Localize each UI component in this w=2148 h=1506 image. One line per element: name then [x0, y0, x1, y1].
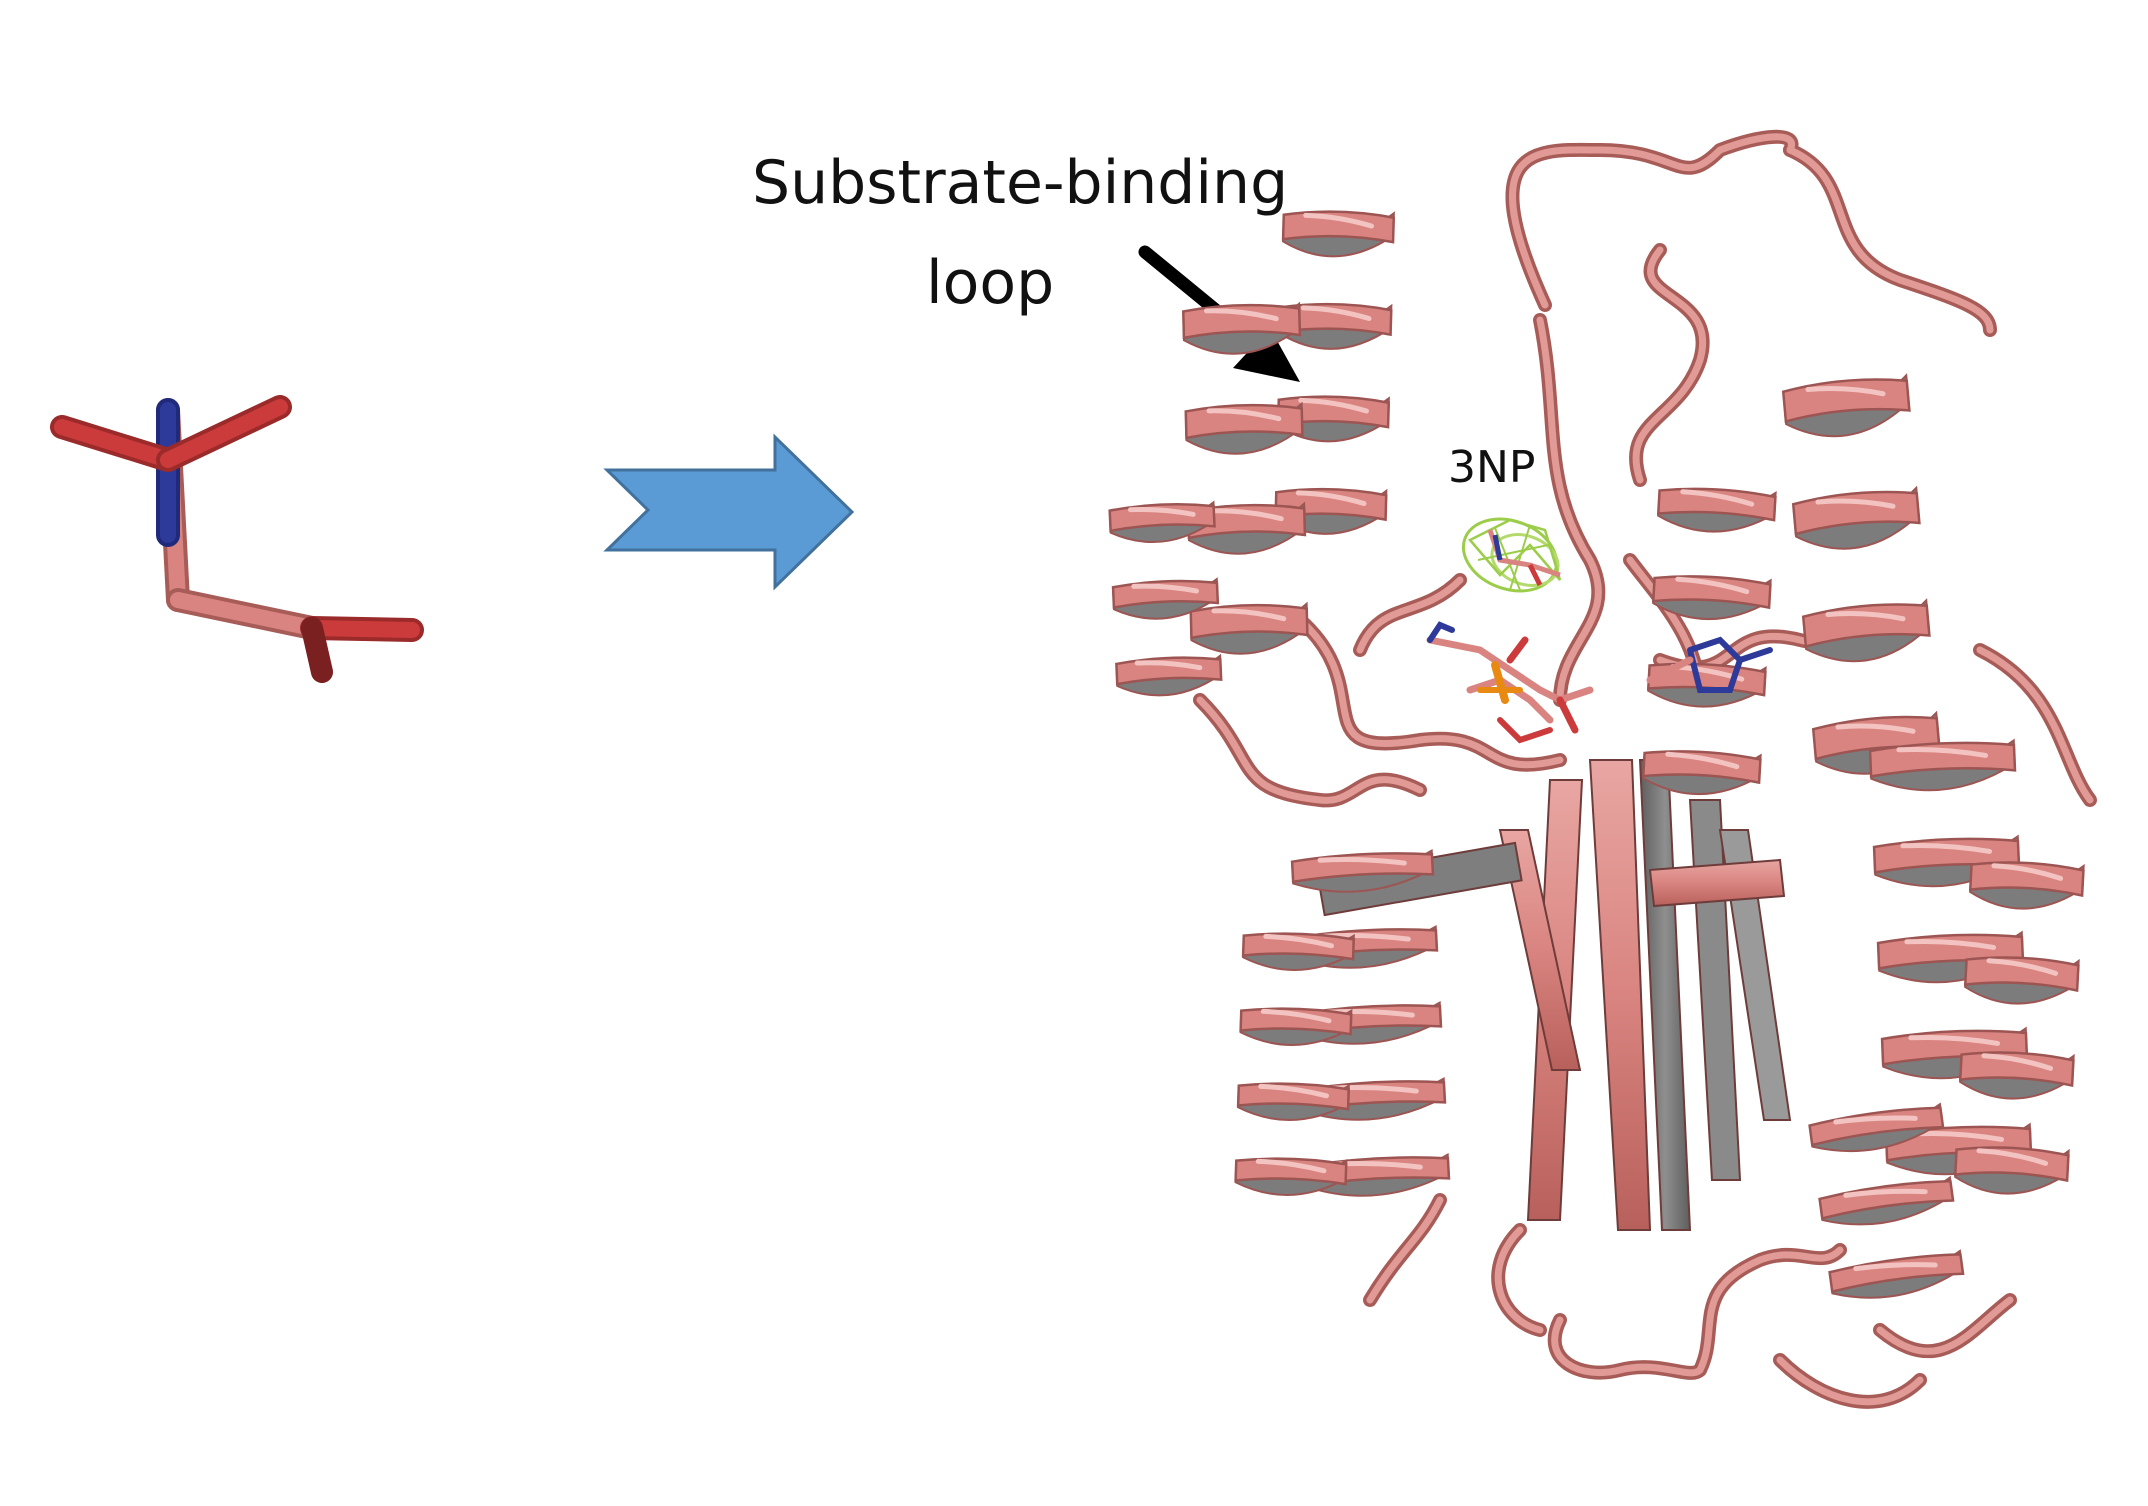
helix-4	[1781, 373, 1941, 775]
protein-structure	[1108, 129, 2097, 1409]
beta-sheet	[1316, 759, 1792, 1231]
helix-2	[1181, 301, 1309, 655]
helix-10	[1808, 1102, 1965, 1299]
substrate-binding-loop-label: Substrate-binding	[752, 148, 1289, 218]
helix-9	[1234, 932, 1356, 1196]
helix-7	[1953, 861, 2085, 1195]
helix-3	[1108, 500, 1223, 697]
density-mesh	[1461, 517, 1562, 593]
reaction-arrow-icon	[603, 433, 855, 591]
active-site-ligands	[1426, 621, 1773, 744]
alpha-helices	[1108, 210, 2085, 1299]
3np-molecule	[50, 395, 424, 683]
3np-label: 3NP	[1448, 442, 1536, 493]
substrate-binding-loop-label-line2: loop	[926, 248, 1055, 318]
helix-5	[1641, 487, 1777, 796]
